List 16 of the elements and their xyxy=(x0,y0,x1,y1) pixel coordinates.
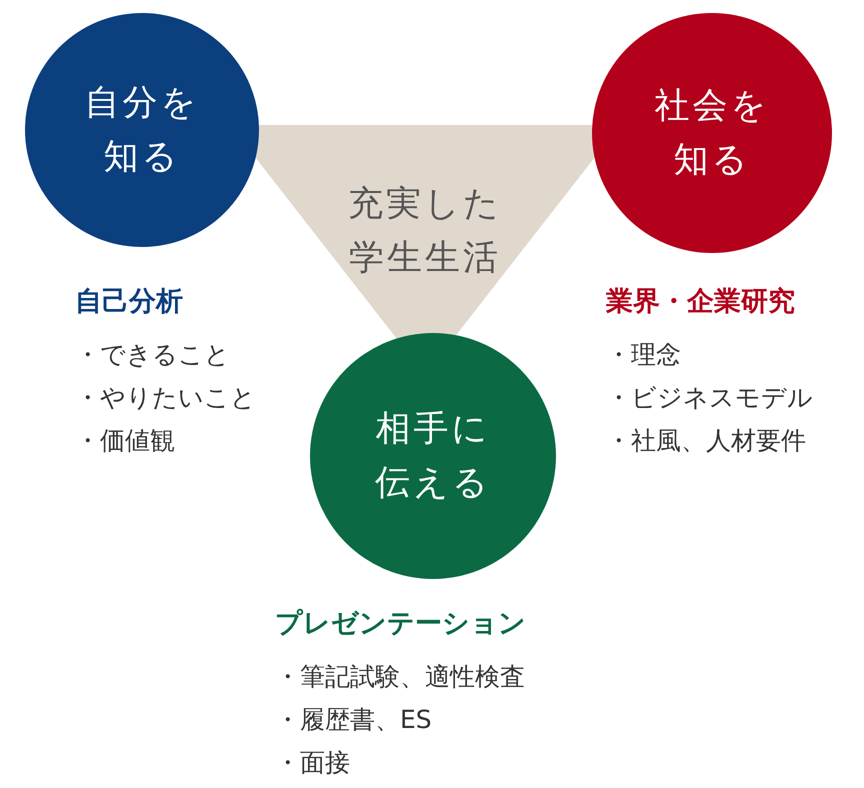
list-item: ・ビジネスモデル xyxy=(606,382,813,414)
list-item: ・筆記試験、適性検査 xyxy=(275,661,526,693)
node-label: 相手に伝える xyxy=(374,408,492,505)
list-item: ・面接 xyxy=(275,747,351,779)
section-heading: プレゼンテーション xyxy=(275,607,526,641)
section-heading: 自己分析 xyxy=(75,285,184,319)
node-label: 社会を知る xyxy=(654,84,770,182)
list-item: ・できること xyxy=(75,339,231,371)
list-item: ・社風、人材要件 xyxy=(606,425,807,457)
list-item: ・履歴書、ES xyxy=(275,704,433,736)
node-label: 充実した学生生活 xyxy=(347,183,503,280)
list-item: ・やりたいこと xyxy=(75,382,256,414)
node-label: 自分を知る xyxy=(84,82,200,179)
section-heading: 業界・企業研究 xyxy=(606,285,796,319)
list-item: ・理念 xyxy=(606,339,682,371)
list-item: ・価値観 xyxy=(75,425,176,457)
